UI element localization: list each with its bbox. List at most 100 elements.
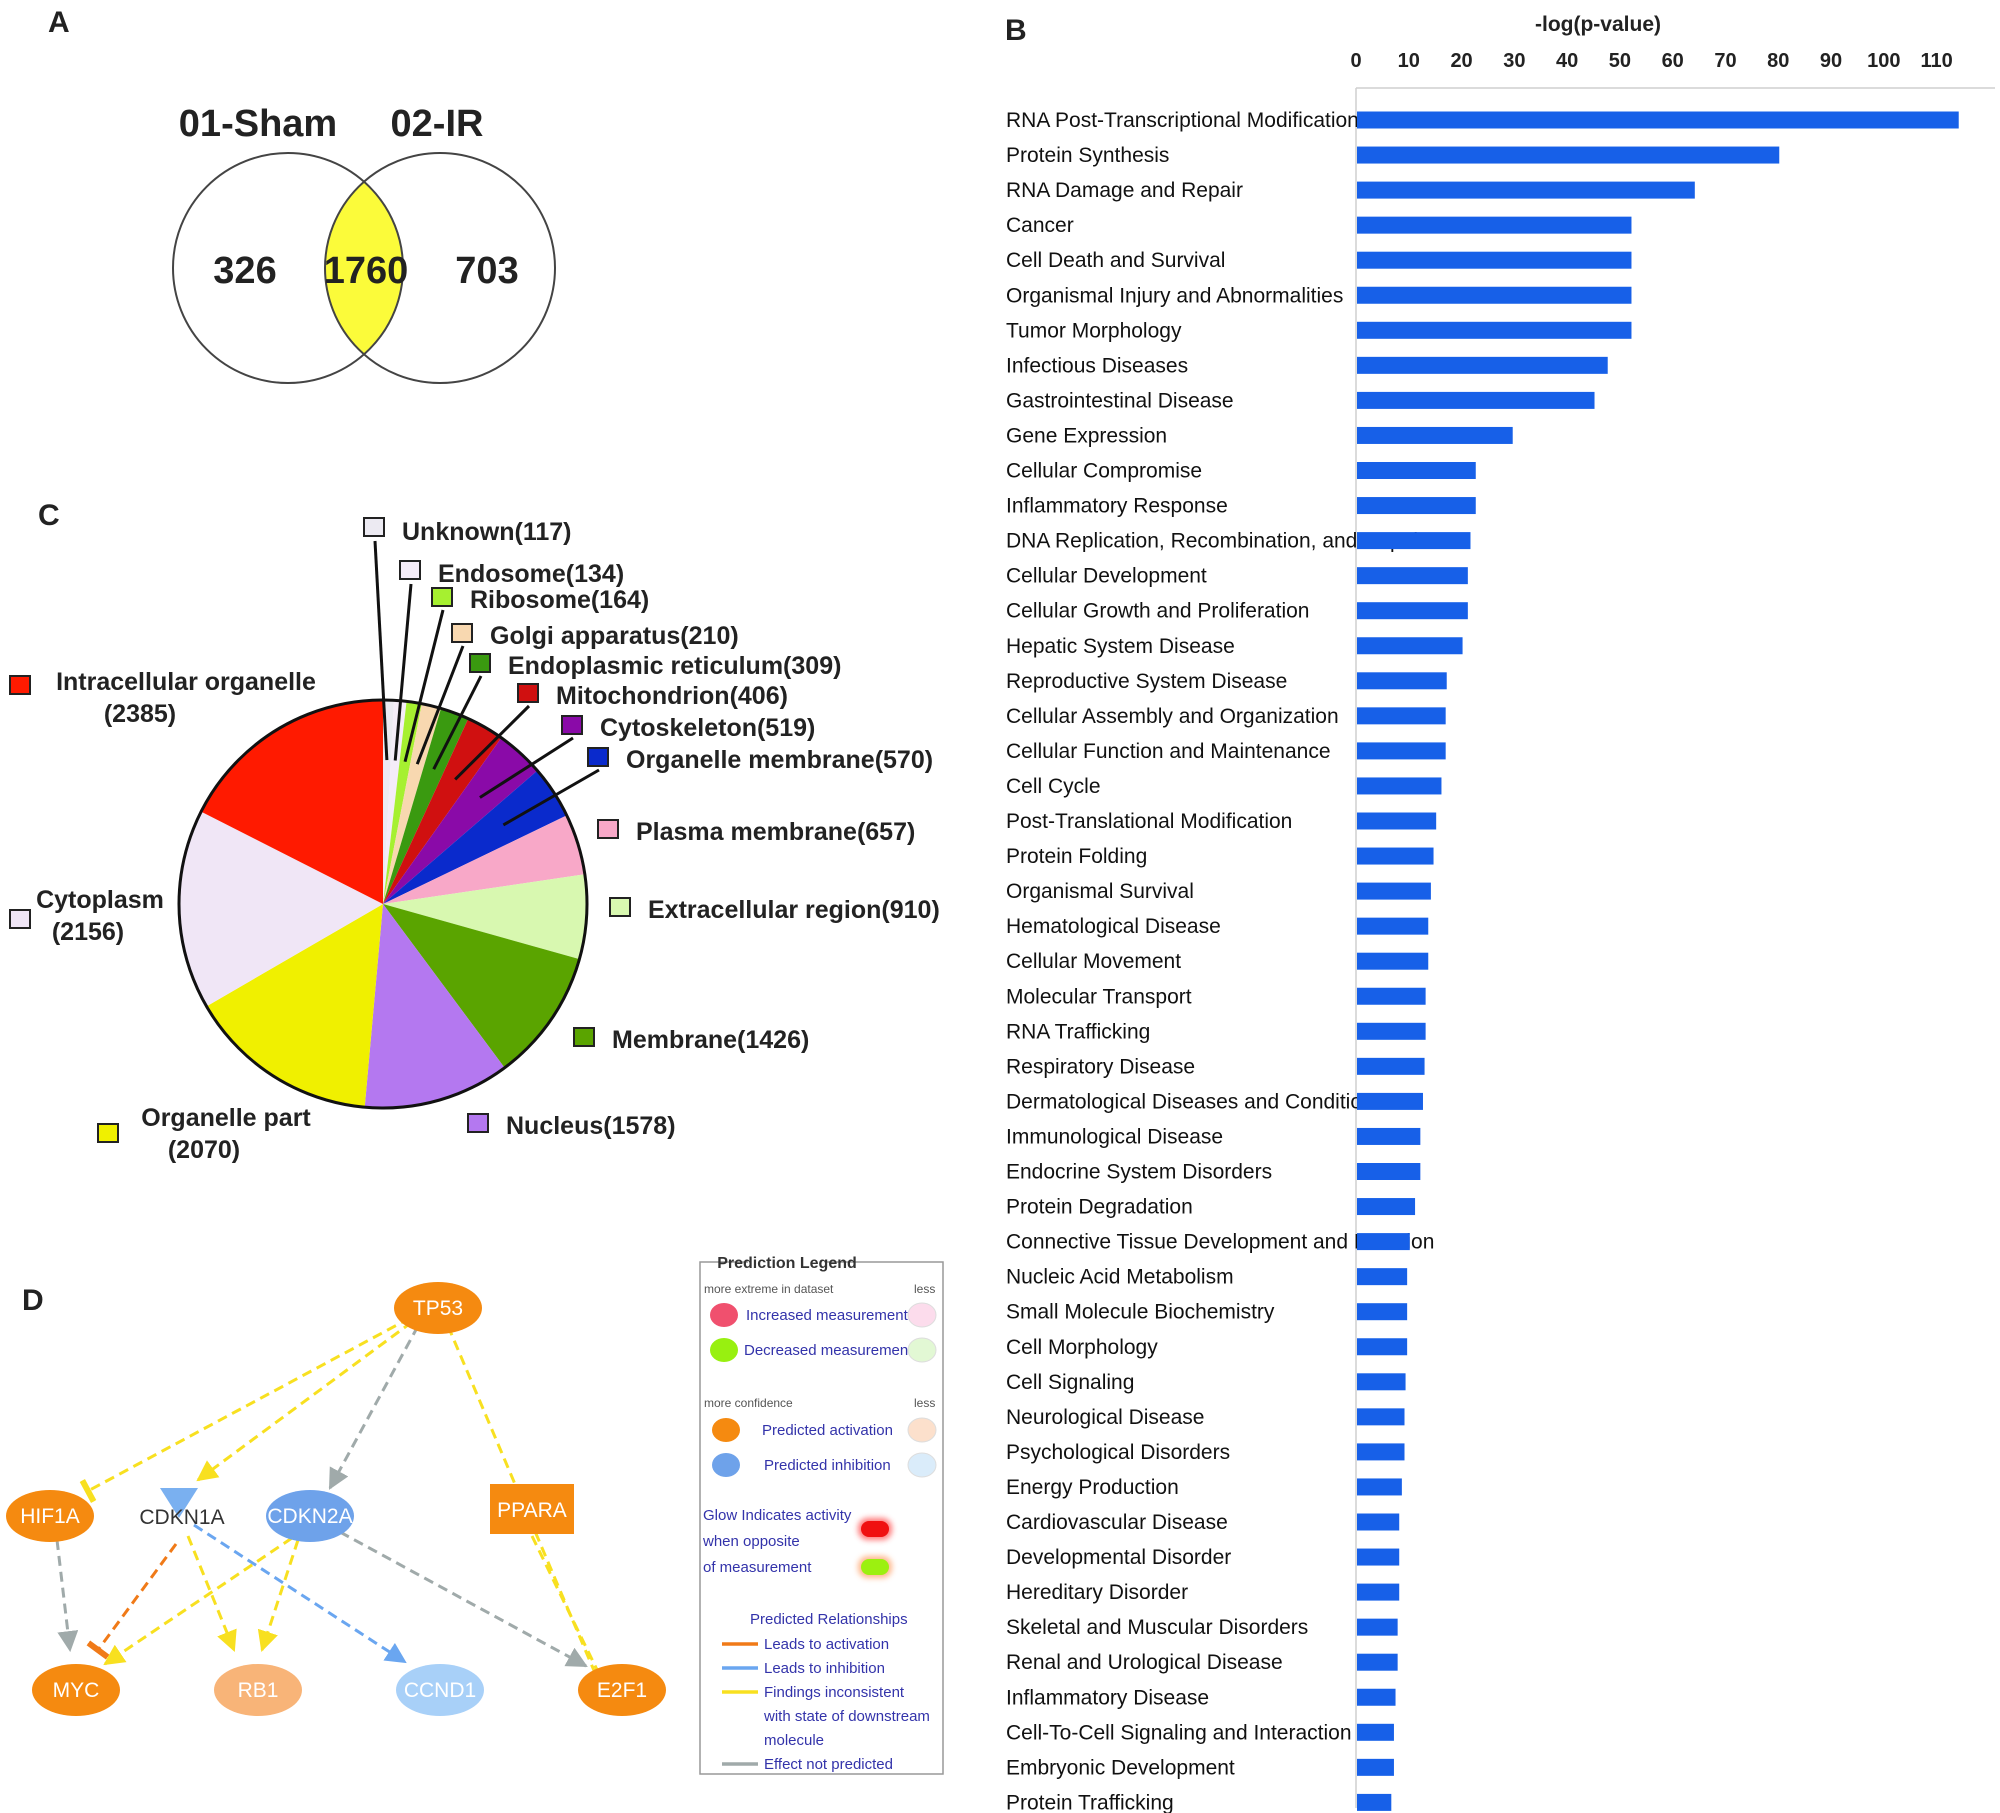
pie-leader-line [393, 583, 413, 761]
bar [1357, 1723, 1394, 1741]
bar [1357, 567, 1468, 585]
bar-category-label: Molecular Transport [1006, 985, 1192, 1008]
pie-slice-label: Cytoskeleton(519) [600, 714, 815, 742]
bar [1357, 1233, 1410, 1251]
bar-category-label: Psychological Disorders [1006, 1441, 1230, 1464]
bar-x-tick: 110 [1920, 50, 1952, 72]
bar [1357, 1198, 1416, 1216]
legend-glow-line-2: when opposite [702, 1533, 800, 1550]
bar-category-label: Cardiovascular Disease [1006, 1511, 1228, 1534]
pie-legend-swatch [587, 747, 609, 767]
legend-frame [699, 1261, 944, 1775]
bar [1357, 286, 1632, 304]
bar [1357, 426, 1513, 444]
bar-x-tick: 70 [1714, 50, 1736, 72]
node-e2f1[interactable] [578, 1664, 666, 1716]
edge-cdkn2a-e2f1 [339, 1530, 588, 1668]
bar-x-tick: 80 [1767, 50, 1789, 72]
legend-findings-line-1: Findings inconsistent [764, 1684, 905, 1701]
bar [1357, 462, 1476, 479]
bar [1357, 321, 1632, 339]
bar-category-label: Hematological Disease [1006, 915, 1221, 938]
bar [1357, 742, 1446, 760]
pie-slice-label: Plasma membrane(657) [636, 818, 915, 846]
panel-label-b: B [1005, 14, 1027, 47]
bar-category-label: Organismal Injury and Abnormalities [1006, 284, 1343, 307]
pie-legend-swatch [451, 623, 473, 643]
node-e2f1-label: E2F1 [597, 1679, 647, 1702]
edge-hif1a-myc [55, 1539, 79, 1653]
node-tp53[interactable] [394, 1282, 482, 1334]
pie-legend-swatch [469, 653, 491, 673]
node-rb1[interactable] [214, 1664, 302, 1716]
bar-category-label: Embryonic Development [1006, 1756, 1235, 1779]
bar-category-label: Protein Degradation [1006, 1196, 1193, 1219]
bar-x-tick: 30 [1503, 50, 1525, 72]
bar [1357, 1163, 1421, 1180]
node-ppara[interactable] [490, 1484, 574, 1534]
node-cdkn2a[interactable] [266, 1490, 354, 1542]
bar [1357, 532, 1471, 550]
legend-title: Prediction Legend [717, 1255, 857, 1272]
bar-category-label: Cell Death and Survival [1006, 249, 1225, 272]
bar-x-tick: 40 [1556, 50, 1578, 72]
bar-category-label: Energy Production [1006, 1476, 1179, 1499]
pie-legend-swatch [517, 683, 539, 703]
edge-tp53-hif1a [79, 1316, 411, 1503]
edge-cdkn1a-rb1 [186, 1535, 237, 1652]
bar-category-label: Cell-To-Cell Signaling and Interaction [1006, 1721, 1352, 1744]
bar-category-label: Respiratory Disease [1006, 1055, 1195, 1078]
venn-overlap [325, 153, 403, 383]
pie-slice [383, 770, 567, 904]
pie-slice-label: Ribosome(164) [470, 586, 649, 614]
bar [1357, 1513, 1400, 1531]
node-hif1a[interactable] [6, 1490, 94, 1542]
node-ccnd1[interactable] [396, 1664, 484, 1716]
bar [1357, 497, 1476, 515]
pie-legend-swatch [561, 715, 583, 735]
edge-cdkn2a-rb1 [257, 1539, 300, 1652]
legend-leads-inhibition: Leads to inhibition [764, 1660, 885, 1677]
pie-slice [383, 815, 585, 904]
node-ppara-label: PPARA [497, 1499, 567, 1522]
bar-category-label: Cell Morphology [1006, 1336, 1158, 1359]
edge-tp53-cdkn1a [196, 1320, 413, 1482]
bar-category-label: Post-Translational Modification [1006, 810, 1292, 833]
pie-leader-line [403, 609, 445, 763]
bar-x-tick: 10 [1398, 50, 1420, 72]
bar [1357, 1758, 1394, 1776]
pie-legend-swatch [573, 1027, 595, 1047]
bar [1357, 1408, 1405, 1426]
bar-x-tick: 0 [1350, 50, 1361, 72]
edge-cdkn1a-myc [86, 1543, 178, 1660]
bar [1357, 1057, 1425, 1075]
pie-leader-line [502, 768, 600, 827]
node-tp53-label: TP53 [413, 1297, 463, 1320]
node-cdkn1a[interactable] [160, 1488, 198, 1518]
bar [1357, 672, 1447, 690]
pie-slice [383, 703, 442, 904]
legend-more-extreme: more extreme in dataset [704, 1282, 834, 1296]
node-myc[interactable] [32, 1664, 120, 1716]
pie-slice-label: (2156) [52, 918, 124, 946]
prediction-legend: Prediction Legend more extreme in datase… [699, 1255, 944, 1775]
bar-category-label: Protein Trafficking [1006, 1791, 1174, 1813]
venn-circle-sham [172, 152, 404, 384]
node-myc-label: MYC [53, 1679, 100, 1702]
edge-cdkn2a-myc [103, 1536, 293, 1666]
pie-slice-label: Golgi apparatus(210) [490, 622, 739, 650]
bar [1357, 1478, 1402, 1496]
legend-glow-red-swatch [861, 1521, 889, 1537]
bar-category-label: Skeletal and Muscular Disorders [1006, 1616, 1308, 1639]
bar-category-label: Connective Tissue Development and Functi… [1006, 1231, 1434, 1254]
legend-increased: Increased measurement [746, 1307, 909, 1324]
pie-legend-swatch [399, 560, 421, 580]
bar [1357, 251, 1632, 269]
pie-slice [383, 904, 580, 1068]
legend-findings-line-3: molecule [764, 1732, 824, 1749]
pie-slice-label: Endosome(134) [438, 560, 624, 588]
legend-increased-less-swatch [907, 1302, 937, 1328]
bar-category-label: Inflammatory Disease [1006, 1686, 1209, 1709]
bar [1357, 1268, 1408, 1286]
